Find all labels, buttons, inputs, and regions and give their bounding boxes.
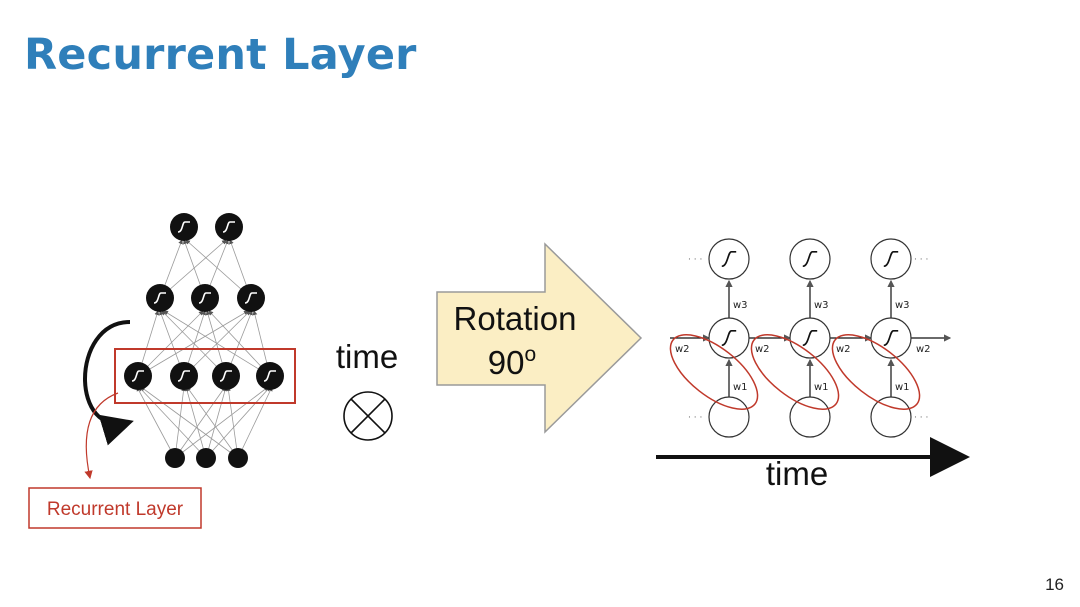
w2-label-1: w2 — [675, 344, 690, 355]
output-layer — [170, 213, 243, 241]
time-axis-label: time — [766, 455, 828, 492]
rotation-arrow — [436, 242, 643, 434]
rnn-input-nodes — [708, 396, 912, 438]
w1-label-3: w1 — [895, 382, 910, 393]
vertical-connections — [725, 279, 895, 397]
w3-label-2: w3 — [814, 300, 829, 311]
weight-labels: w3 w3 w3 w2 w2 w2 w2 w1 w1 w1 — [675, 300, 931, 393]
w3-label-3: w3 — [895, 300, 910, 311]
rotation-angle-value: 90 — [488, 344, 525, 381]
page-number: 16 — [1045, 575, 1064, 594]
recurrent-layer-highlight — [114, 348, 296, 404]
input-layer — [165, 448, 248, 468]
time-label: time — [336, 338, 398, 375]
w1-label-2: w1 — [814, 382, 829, 393]
highlight-label: Recurrent Layer — [47, 499, 184, 520]
rnn-hidden-nodes — [708, 317, 912, 359]
hidden-layer — [146, 284, 265, 312]
recurrent-layer-neurons — [124, 362, 284, 390]
rotation-arrow-line2: 90o — [488, 343, 536, 381]
continuation-dots: · · · · · · · · · · · · — [688, 255, 928, 423]
w3-label-1: w3 — [733, 300, 748, 311]
rotation-arrow-line1: Rotation — [454, 300, 577, 337]
highlight-pointer — [84, 392, 119, 480]
rotation-angle-superscript: o — [525, 343, 537, 366]
recurrence-loop-arrow — [83, 320, 134, 446]
w1-label-1: w1 — [733, 382, 748, 393]
w2-label-3: w2 — [836, 344, 851, 355]
dots-bottom-right: · · · — [914, 413, 928, 423]
network-connections — [136, 239, 273, 459]
dots-top-right: · · · — [914, 255, 928, 265]
w2-label-4: w2 — [916, 344, 931, 355]
tensor-product-symbol — [343, 391, 393, 441]
weight-sharing-ellipses — [669, 334, 921, 410]
highlight-label-box — [28, 487, 202, 529]
dots-top-left: · · · — [688, 255, 702, 265]
rnn-output-nodes — [708, 238, 912, 280]
w2-label-2: w2 — [755, 344, 770, 355]
slide-title: Recurrent Layer — [24, 30, 417, 80]
dots-bottom-left: · · · — [688, 413, 702, 423]
